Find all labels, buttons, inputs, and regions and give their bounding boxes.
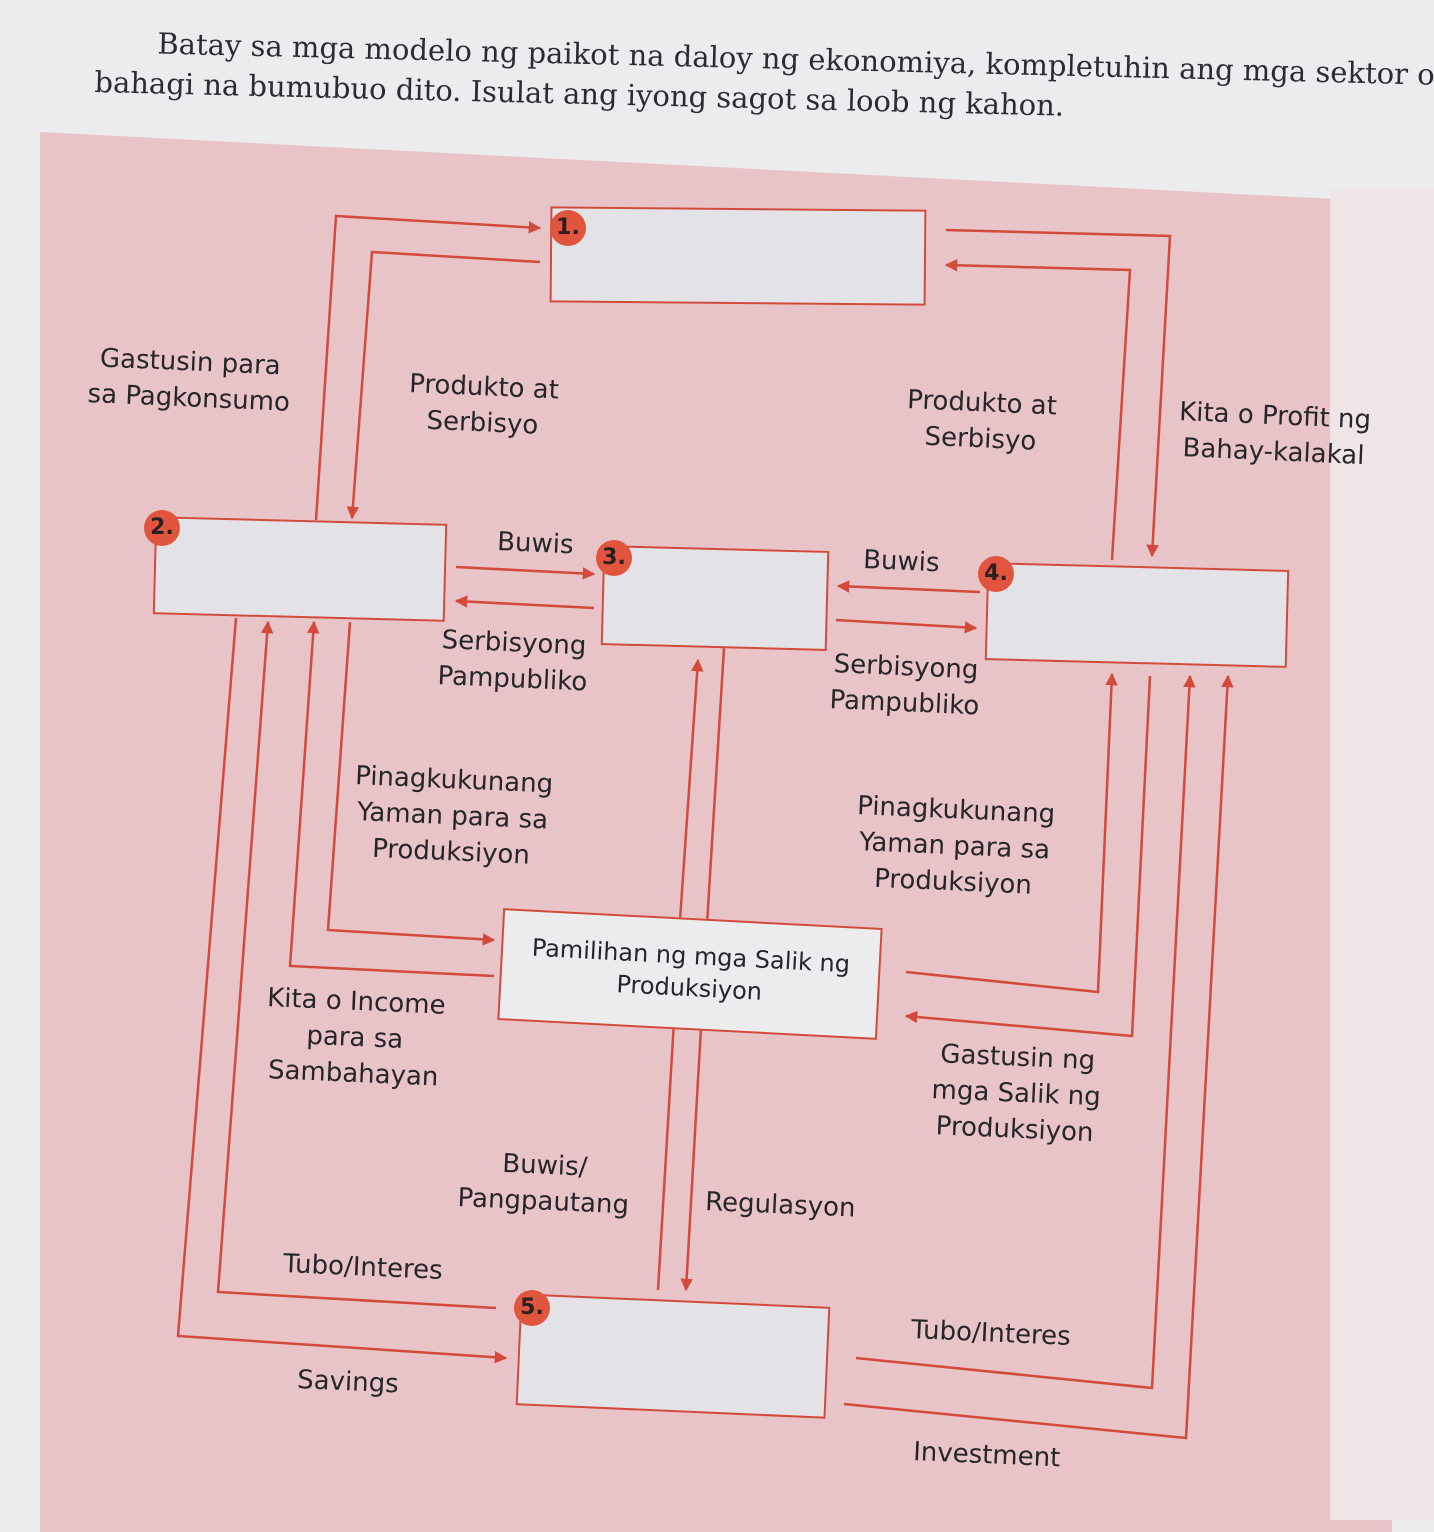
label-serbisyong-pampubliko-left: Serbisyong Pampubliko: [436, 625, 588, 698]
arrow-buwis-right: [836, 580, 981, 594]
label-pinagkukunang-left: Pinagkukunang Yaman para sa Produksiyon: [354, 760, 554, 871]
arrow-produkto-to-households: [346, 250, 541, 520]
label-kita-profit: Kita o Profit ng Bahay-kalakal: [1178, 396, 1372, 472]
arrow-savings: [176, 617, 508, 1364]
arrow-gastusin-pagkonsumo: [314, 214, 542, 521]
arrow-produkto-from-firms: [944, 259, 1132, 561]
arrow-pinagkukunang-right: [905, 672, 1118, 994]
pamilihan-salik-box: Pamilihan ng mga Salik ng Produksiyon: [497, 908, 883, 1040]
answer-box-5[interactable]: [515, 1293, 831, 1419]
label-gastusin-pagkonsumo: Gastusin para sa Pagkonsumo: [86, 343, 291, 418]
label-buwis-left: Buwis: [496, 526, 575, 561]
answer-box-4[interactable]: [984, 562, 1290, 668]
arrow-serbisyong-left: [454, 595, 595, 610]
arrow-kita-income: [288, 620, 495, 978]
label-buwis-pangpautang: Buwis/ Pangpautang: [456, 1148, 630, 1221]
label-kita-income: Kita o Income para sa Sambahayan: [266, 982, 447, 1093]
arrow-tubo-interes-right: [855, 674, 1196, 1390]
label-tubo-interes-right: Tubo/Interes: [910, 1314, 1072, 1352]
label-produkto-serbisyo-right: Produkto at Serbisyo: [906, 384, 1058, 457]
label-produkto-serbisyo-left: Produkto at Serbisyo: [408, 368, 560, 441]
label-investment: Investment: [912, 1436, 1061, 1474]
arrow-buwis-left: [455, 565, 596, 580]
arrow-investment: [843, 674, 1234, 1440]
badge-4: 4.: [978, 556, 1014, 592]
answer-box-2[interactable]: [152, 516, 448, 622]
arrow-pinagkukunang-left: [326, 621, 496, 946]
arrow-kita-profit: [945, 228, 1172, 558]
page-edge: [1330, 190, 1434, 1520]
arrow-serbisyong-right: [835, 618, 978, 634]
label-savings: Savings: [296, 1364, 400, 1400]
label-buwis-right: Buwis: [862, 544, 941, 579]
diagram-panel: [40, 132, 1392, 1532]
arrow-tubo-interes-left: [216, 620, 497, 1310]
label-regulasyon: Regulasyon: [704, 1186, 857, 1224]
answer-box-3[interactable]: [600, 545, 830, 651]
badge-5: 5.: [514, 1290, 550, 1326]
badge-2: 2.: [144, 510, 180, 546]
badge-3: 3.: [596, 540, 632, 576]
label-tubo-interes-left: Tubo/Interes: [282, 1248, 444, 1286]
label-pinagkukunang-right: Pinagkukunang Yaman para sa Produksiyon: [856, 790, 1056, 901]
label-gastusin-salik: Gastusin ng mga Salik ng Produksiyon: [930, 1039, 1102, 1149]
arrow-gastusin-salik: [904, 675, 1152, 1038]
badge-1: 1.: [550, 210, 586, 246]
answer-box-1[interactable]: [549, 206, 927, 306]
label-serbisyong-pampubliko-right: Serbisyong Pampubliko: [828, 649, 980, 722]
